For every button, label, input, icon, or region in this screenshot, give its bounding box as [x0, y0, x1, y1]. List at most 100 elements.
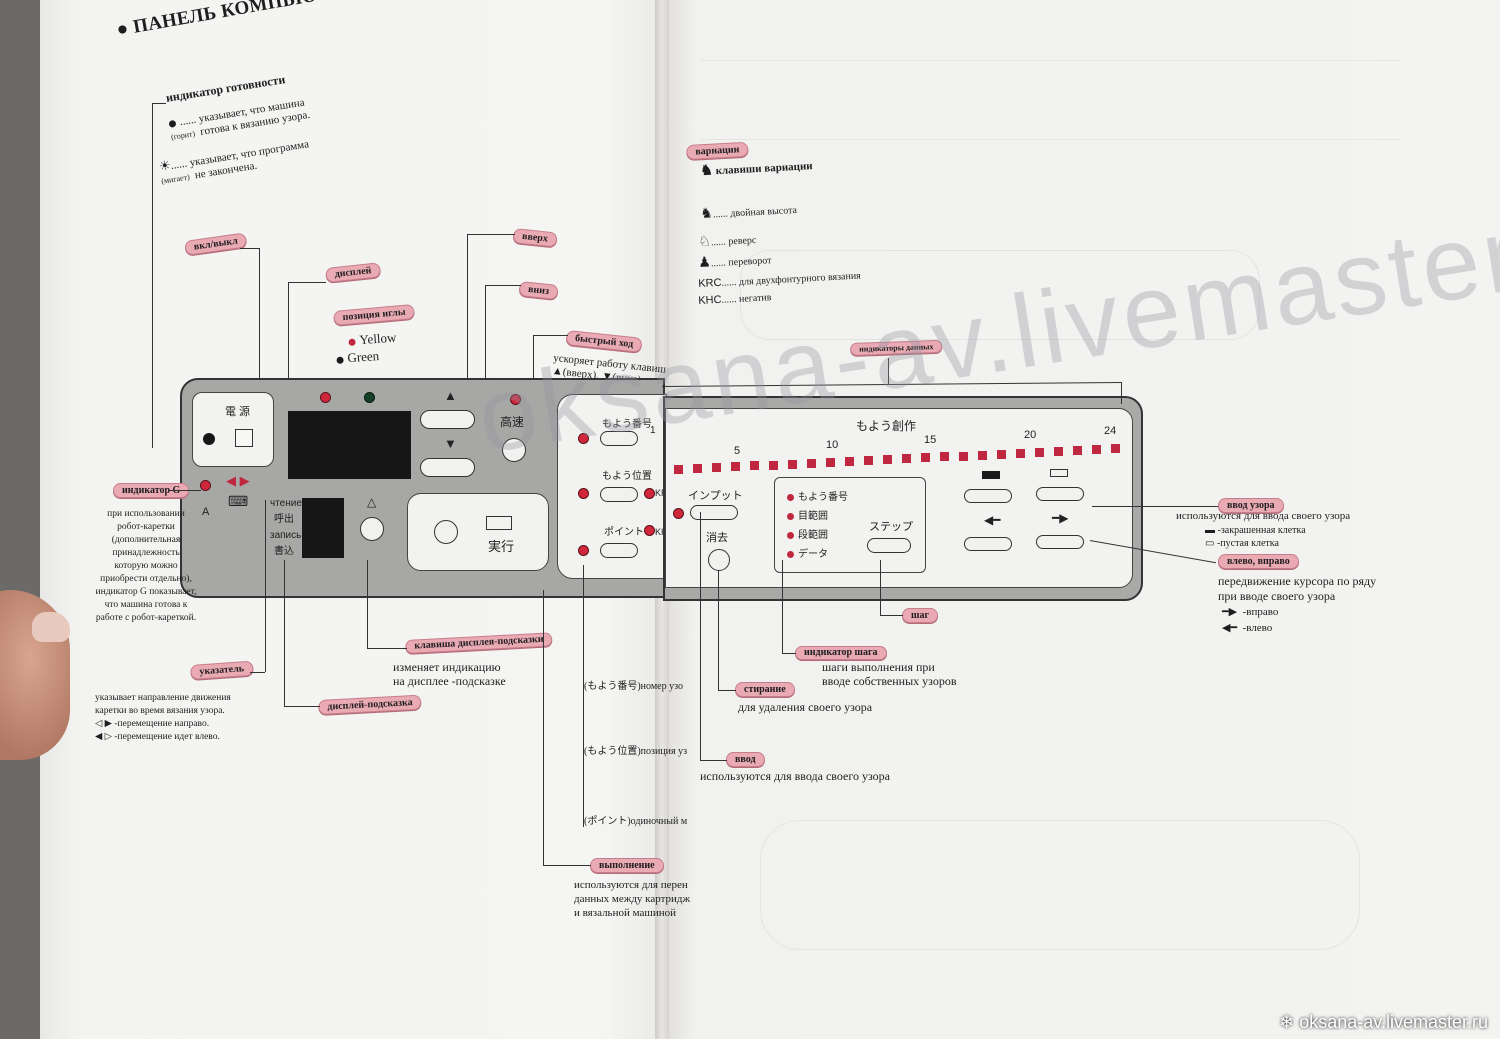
- red-dot-icon: [348, 338, 356, 346]
- data-indicator-led: [674, 465, 683, 474]
- pattern-create-box: もよう創作 5 10 15 20 24 インプット 消去 もよう番号 目範囲 段…: [665, 408, 1133, 588]
- execute-label: выполнение: [590, 858, 664, 873]
- point-desc: (ポイント)одиночный м: [584, 816, 688, 827]
- power-switch[interactable]: [235, 429, 253, 447]
- leader-line: [1092, 506, 1218, 507]
- krc-code: KRC: [698, 276, 722, 290]
- point-label: ポイント: [604, 527, 644, 538]
- data-indicator-led: [997, 449, 1006, 459]
- leader-line: [880, 615, 903, 616]
- variation-one-label: 1: [650, 425, 656, 436]
- ready-dot-icon: [168, 119, 177, 128]
- step-jp-label: ステップ: [869, 521, 913, 533]
- khc-led: [644, 525, 655, 536]
- fast-led: [510, 394, 521, 405]
- right-desc-text: -вправо: [1242, 606, 1279, 618]
- data-indicator-led: [1092, 445, 1101, 455]
- indicator-g-desc-line: что машина готова к: [104, 600, 188, 610]
- right-arrow-icon: ━▶: [1222, 606, 1238, 618]
- fingernail: [32, 612, 70, 642]
- fast-key[interactable]: [502, 438, 526, 462]
- leader-line: [467, 234, 468, 404]
- indicator-g-desc-line: работе с робот-кареткой.: [95, 613, 197, 623]
- cursor-right-key[interactable]: [1036, 535, 1084, 549]
- yellow-legend: Yellow: [348, 330, 397, 347]
- green-needle-led: [364, 392, 375, 403]
- input-key[interactable]: [690, 505, 738, 520]
- down-key[interactable]: [420, 458, 475, 477]
- input-pill: ввод: [726, 752, 765, 767]
- pattern-no-label: もよう番号: [602, 419, 652, 430]
- pointer-left-line: ◀ ▷ -перемещение идет влево.: [95, 732, 220, 742]
- carriage-icon: ⌨: [228, 493, 249, 509]
- execute-key[interactable]: [434, 520, 458, 544]
- input-desc: используются для ввода своего узора: [700, 769, 890, 783]
- leader-line: [467, 234, 515, 235]
- leader-line: [367, 648, 407, 649]
- empty-cell-desc: ▭ -пустая клетка: [1205, 538, 1279, 549]
- step-item-label: もよう番号: [798, 492, 848, 503]
- empty-cell-key[interactable]: [1036, 487, 1084, 501]
- high-speed-label: 高速: [500, 415, 525, 429]
- read-jp-label: 呼出: [274, 514, 294, 525]
- step-item: データ: [787, 545, 828, 560]
- ready-on-label: (горит): [170, 129, 196, 142]
- right-arrow-icon: ━▶: [1052, 511, 1069, 525]
- leader-line: [533, 335, 534, 395]
- hint-key-desc-line: на дисплее -подсказке: [393, 674, 506, 688]
- left-arrow-icon: ◀━: [984, 513, 1001, 527]
- left-desc-text: -влево: [1242, 622, 1273, 634]
- indicator-g-desc-line: приобрести отдельно),: [100, 574, 192, 584]
- erase-key[interactable]: [708, 549, 730, 571]
- power-box: 電 源: [192, 392, 274, 467]
- down-arrow-icon: ▼: [444, 436, 457, 451]
- scale-tick-15: 15: [924, 434, 937, 446]
- left-desc: ◀━ -влево: [1222, 622, 1272, 635]
- pattern-pos-key[interactable]: [600, 487, 638, 502]
- data-indicator-led: [1054, 447, 1063, 456]
- leader-line: [543, 865, 591, 866]
- data-indicator-led: [693, 464, 702, 474]
- leader-line: [718, 690, 736, 691]
- indicator-g-desc-line: индикатор G показывает,: [95, 587, 197, 597]
- leader-line: [485, 285, 521, 286]
- data-indicator-led: [864, 456, 873, 465]
- up-key[interactable]: [420, 410, 475, 429]
- leader-line: [583, 565, 584, 827]
- red-dot-icon: [787, 512, 794, 520]
- indicator-g-led: [200, 480, 211, 491]
- step-item-label: 段範囲: [798, 530, 828, 541]
- step-item: 目範囲: [787, 507, 828, 522]
- step-indicator-label: индикатор шага: [795, 646, 887, 660]
- snowflake-icon: ❄: [1279, 1012, 1300, 1032]
- hint-key[interactable]: [360, 517, 384, 541]
- hint-key-desc-line: изменяет индикацию: [393, 660, 501, 674]
- step-item-label: データ: [798, 549, 828, 560]
- cursor-left-key[interactable]: [964, 537, 1012, 551]
- step-indicator-line: шаги выполнения при: [822, 660, 935, 674]
- swan-icon: ♞: [699, 163, 714, 179]
- leader-line: [152, 103, 166, 104]
- step-group: もよう番号 目範囲 段範囲 データ ステップ: [774, 477, 926, 573]
- data-indicator-led: [788, 459, 797, 469]
- reverse-text: ...... реверс: [710, 234, 757, 249]
- show-through: [760, 820, 1360, 950]
- pointer-right-line: ◁ ▶ -перемещение направо.: [95, 719, 210, 729]
- step-key[interactable]: [867, 538, 911, 553]
- hint-triangle-icon: △: [367, 495, 377, 509]
- show-through: [740, 250, 1260, 340]
- pattern-pos-label: もよう位置: [602, 471, 652, 482]
- data-indicator-led: [807, 458, 816, 468]
- scale-tick-24: 24: [1104, 425, 1117, 437]
- indicator-g-desc-line: которую можно: [114, 561, 178, 571]
- leader-line: [718, 570, 719, 690]
- pattern-select-box: もよう番号 もよう位置 ポイント 1 KRC KHC: [557, 394, 674, 579]
- up-arrow-icon: ▲: [444, 388, 457, 403]
- pattern-no-key[interactable]: [600, 431, 638, 446]
- leader-line: [367, 560, 368, 648]
- filled-cell-key[interactable]: [964, 489, 1012, 503]
- leader-line: [485, 285, 486, 470]
- point-key[interactable]: [600, 543, 638, 558]
- filled-cell-icon: [982, 471, 1000, 479]
